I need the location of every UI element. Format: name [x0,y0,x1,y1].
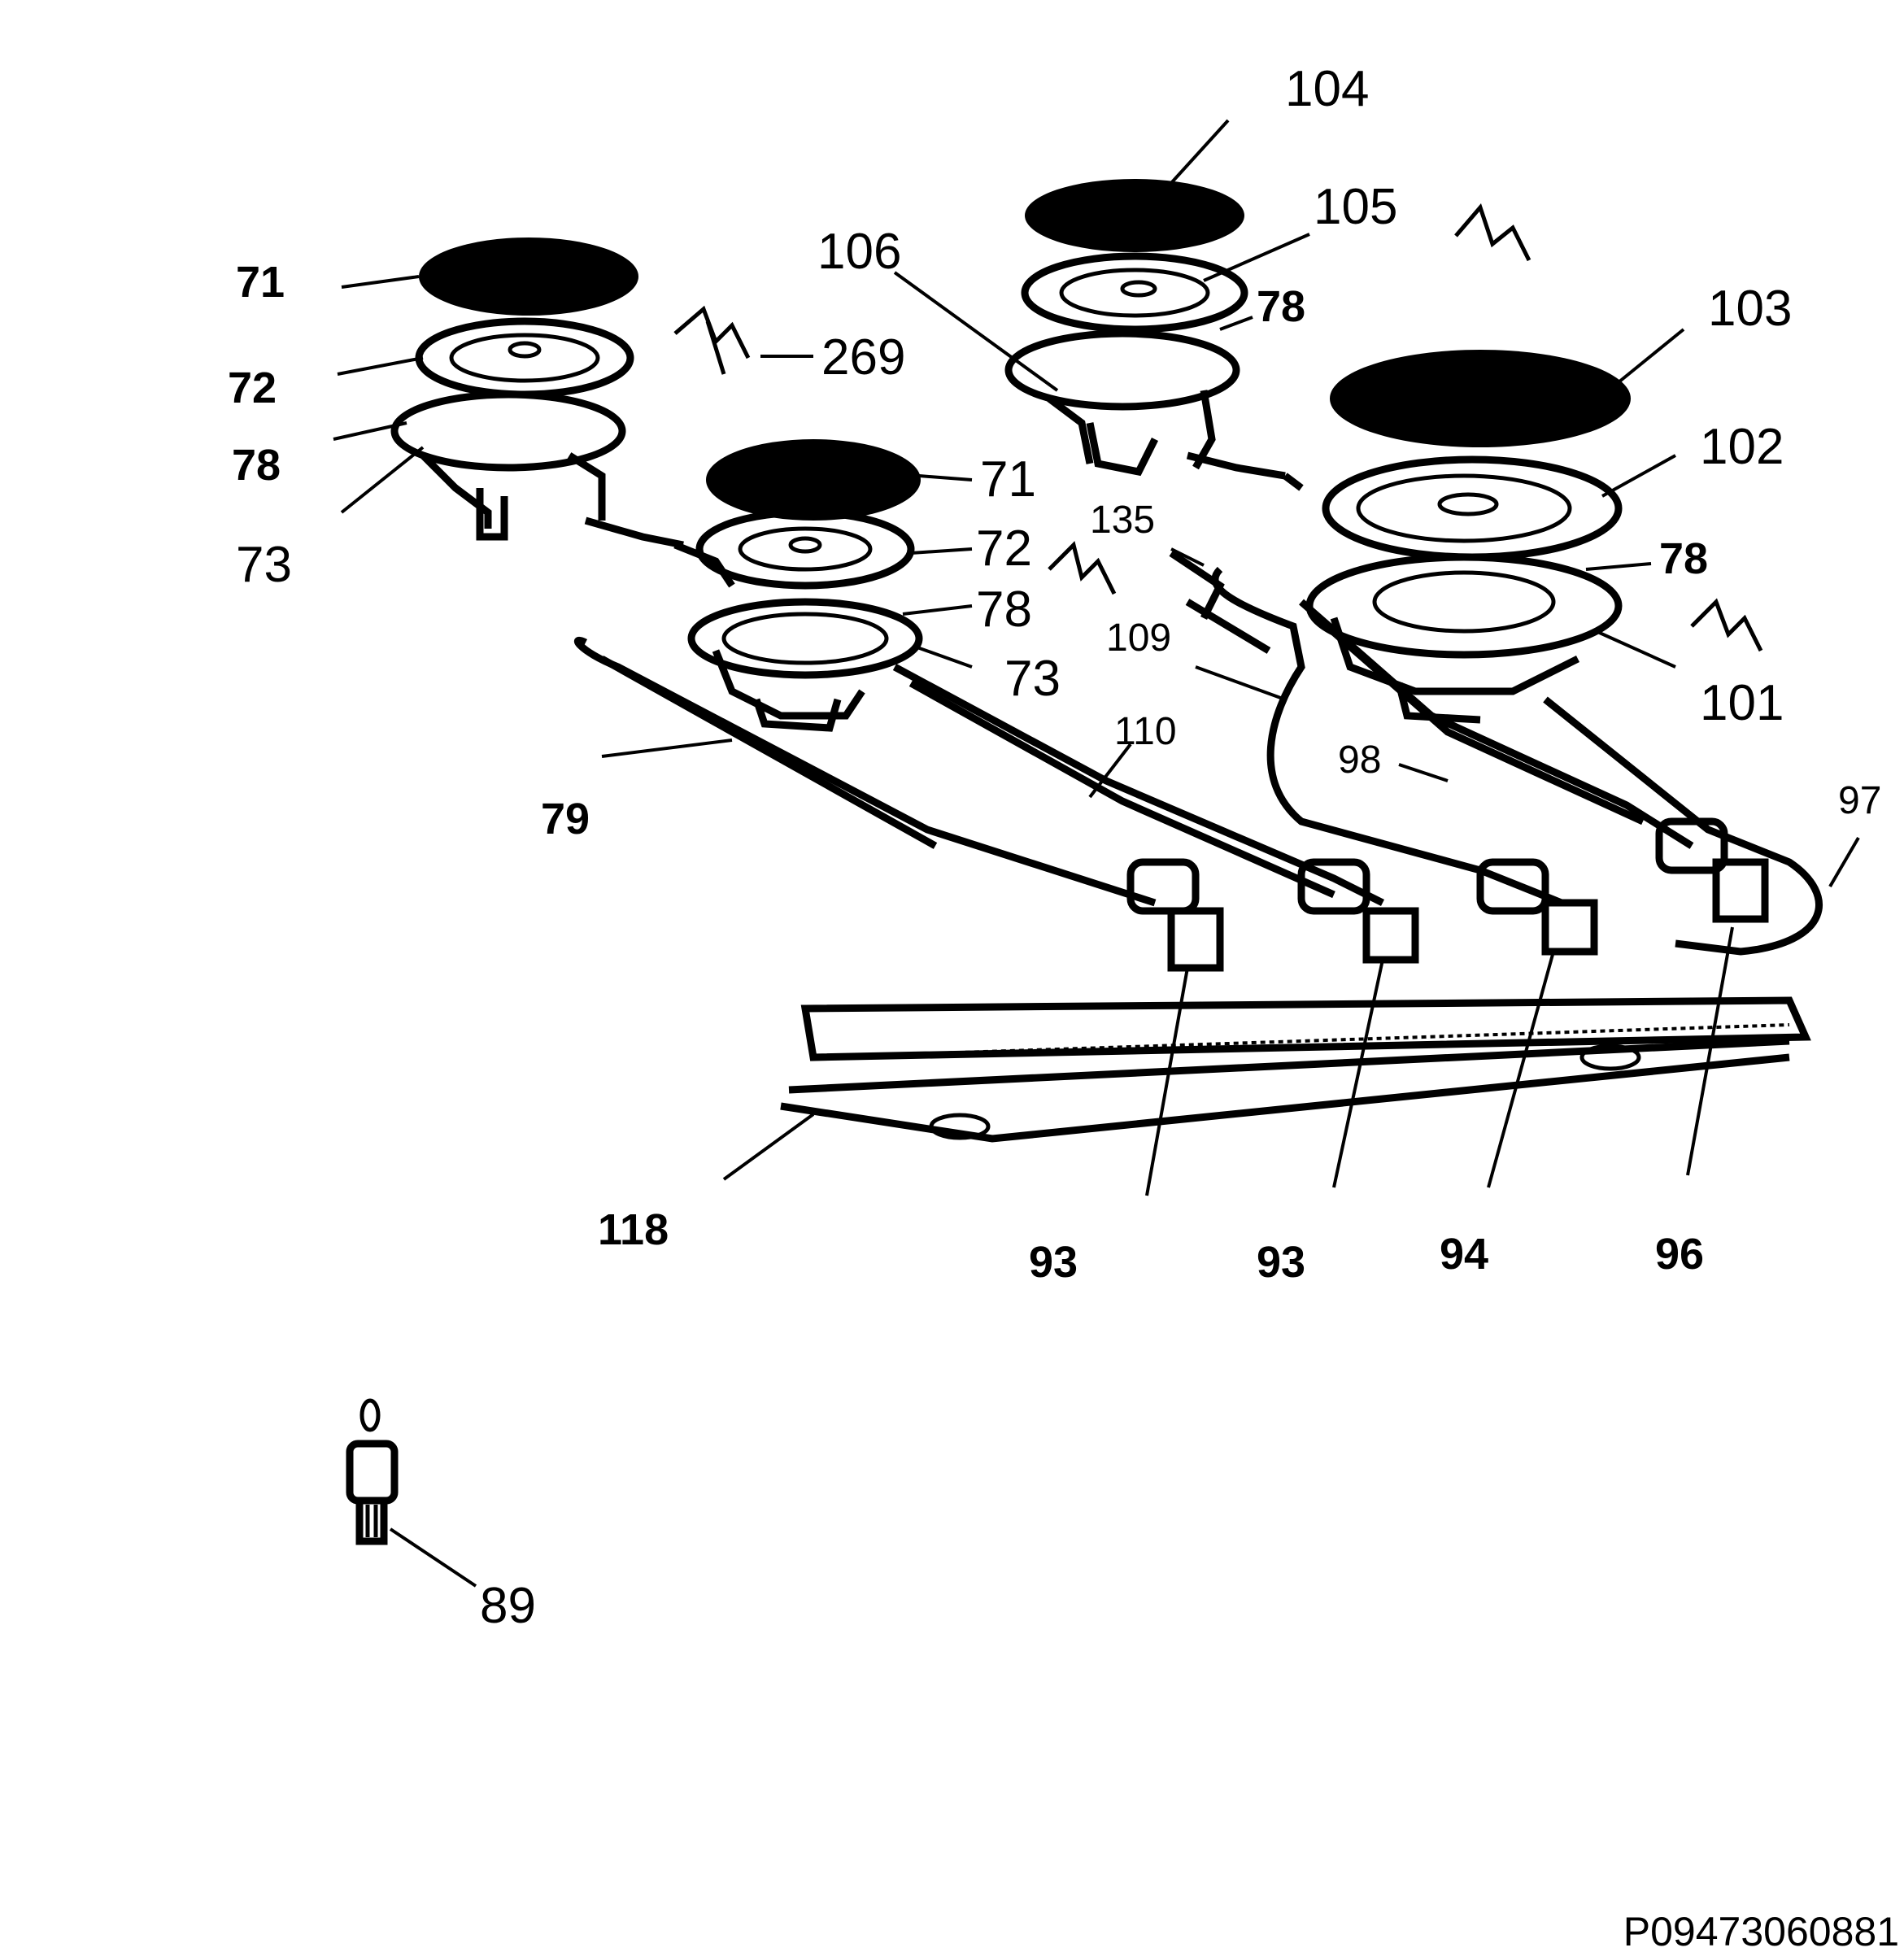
label-93-left: 93 [1029,1238,1078,1287]
label-104: 104 [1285,61,1369,117]
burner-left [390,237,684,549]
label-118: 118 [598,1205,669,1254]
burner-cap-71-middle [706,439,921,521]
label-73-left: 73 [236,537,292,593]
manifold-rail-118 [780,996,1811,1143]
label-103: 103 [1708,281,1792,337]
burner-body-73-left [420,452,606,541]
part-labels: 71 72 78 73 269 106 104 105 78 103 102 7… [228,61,1899,1952]
tap-94 [1476,858,1549,915]
gas-taps [1126,817,1769,972]
label-89: 89 [480,1578,536,1634]
burner-ring-78-middle [687,598,923,679]
label-78-left: 78 [232,441,281,490]
label-78-right: 78 [1659,534,1708,583]
label-93-right: 93 [1257,1238,1305,1287]
reference-code: P09473060881 [1623,1909,1899,1952]
label-98: 98 [1338,739,1381,782]
burner-ring-78-back [1004,329,1240,411]
label-72-left: 72 [228,364,277,412]
label-269: 269 [821,329,905,386]
label-72-middle: 72 [976,521,1032,577]
burner-right [1305,350,1631,724]
tap-96 [1655,817,1728,874]
burner-cap-71-left [419,237,638,316]
label-97: 97 [1838,779,1881,822]
burner-cap-104 [1025,179,1244,252]
label-135: 135 [1090,499,1155,542]
label-78-back: 78 [1257,282,1305,331]
pipe-135 [1169,550,1225,621]
tap-93-left [1126,858,1200,915]
label-109: 109 [1106,617,1171,660]
burner-middle [687,439,923,732]
label-102: 102 [1700,419,1784,475]
label-73-middle: 73 [1004,651,1061,707]
label-78-middle: 78 [976,582,1032,638]
pipe-97 [1543,696,1823,956]
burner-back [1004,179,1286,480]
label-106: 106 [817,224,901,280]
burner-crown-105 [1021,252,1248,333]
burner-crown-72-middle [695,508,915,590]
clip-right-top-icon [1454,203,1531,262]
label-96: 96 [1655,1230,1704,1279]
injector-89 [346,1398,399,1545]
clip-right-icon [1690,598,1763,652]
burner-body-73-middle [712,649,865,732]
label-105: 105 [1314,179,1397,235]
label-79: 79 [541,795,590,843]
label-71-middle: 71 [980,451,1036,508]
leader-lines [333,119,1860,1588]
label-71-left: 71 [236,258,285,307]
label-110: 110 [1114,710,1177,753]
burner-ring-78-left [390,390,626,472]
clip-middle-icon [1048,541,1117,595]
clip-269-icon [673,305,751,375]
tap-93-right [1297,858,1370,915]
pipe-110 [892,664,1385,907]
label-101: 101 [1700,675,1784,731]
burner-cap-103 [1330,350,1631,447]
label-94: 94 [1440,1230,1488,1279]
spring-clips [673,203,1763,652]
